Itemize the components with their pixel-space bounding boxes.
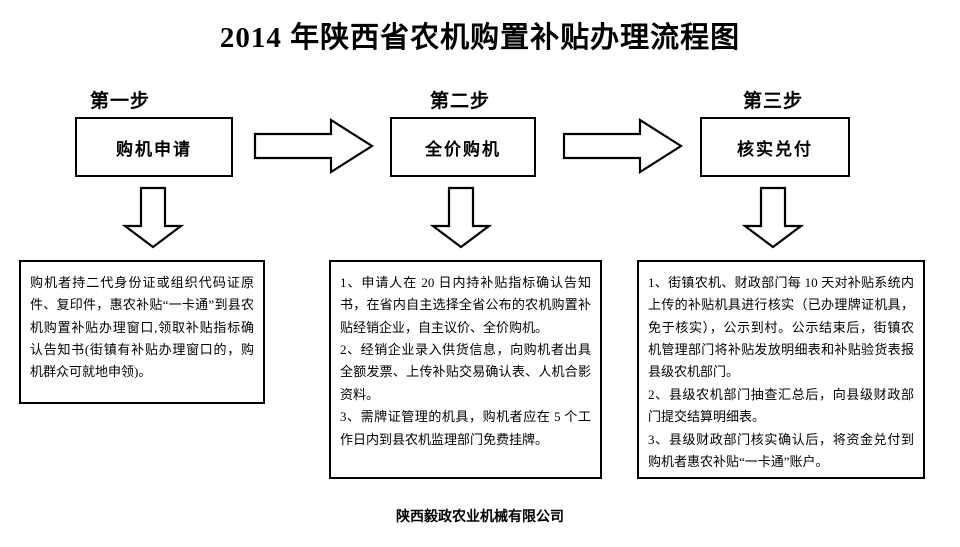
detail-box-3-paragraph-3: 3、县级财政部门核实确认后，将资金兑付到购机者惠农补贴“一卡通”账户。 bbox=[648, 431, 914, 469]
detail-box-2-paragraph-1: 1、申请人在 20 日内持补贴指标确认告知书，在省内自主选择全省公布的农机购置补… bbox=[340, 275, 591, 335]
stage-box-1[interactable]: 购机申请 bbox=[75, 117, 233, 177]
detail-box-2: 1、申请人在 20 日内持补贴指标确认告知书，在省内自主选择全省公布的农机购置补… bbox=[329, 260, 602, 479]
detail-box-3-paragraph-1: 1、街镇农机、财政部门每 10 天对补贴系统内上传的补贴机具进行核实（已办理牌证… bbox=[648, 275, 914, 380]
stage-box-3-label: 核实兑付 bbox=[737, 139, 813, 159]
down-arrow-icon-3 bbox=[742, 186, 804, 249]
right-arrow-icon-1 bbox=[253, 117, 375, 175]
detail-box-2-paragraph-3: 3、需牌证管理的机具，购机者应在 5 个工作日内到县农机监理部门免费挂牌。 bbox=[340, 409, 591, 447]
down-arrow-icon-2 bbox=[430, 186, 492, 249]
page-title: 2014 年陕西省农机购置补贴办理流程图 bbox=[219, 22, 741, 54]
right-arrow-icon-2 bbox=[562, 117, 684, 175]
detail-box-3: 1、街镇农机、财政部门每 10 天对补贴系统内上传的补贴机具进行核实（已办理牌证… bbox=[637, 260, 925, 479]
down-arrow-icon-1 bbox=[122, 186, 184, 249]
stage-box-2[interactable]: 全价购机 bbox=[390, 117, 536, 177]
stage-box-1-label: 购机申请 bbox=[116, 139, 192, 159]
detail-box-2-paragraph-2: 2、经销企业录入供货信息，向购机者出具全额发票、上传补贴交易确认表、人机合影资料… bbox=[340, 342, 591, 402]
step-label-2: 第二步 bbox=[429, 91, 490, 112]
footer-company-name: 陕西毅政农业机械有限公司 bbox=[396, 508, 564, 524]
stage-box-2-label: 全价购机 bbox=[425, 139, 501, 159]
stage-box-3[interactable]: 核实兑付 bbox=[700, 117, 850, 177]
detail-box-3-paragraph-2: 2、县级农机部门抽查汇总后，向县级财政部门提交结算明细表。 bbox=[648, 386, 914, 425]
detail-box-1-paragraph-1: 购机者持二代身份证或组织代码证原件、复印件，惠农补贴“一卡通”到县农机购置补贴办… bbox=[30, 275, 254, 380]
step-label-3: 第三步 bbox=[742, 91, 803, 112]
step-label-1: 第一步 bbox=[89, 91, 150, 112]
detail-box-1: 购机者持二代身份证或组织代码证原件、复印件，惠农补贴“一卡通”到县农机购置补贴办… bbox=[19, 260, 265, 404]
